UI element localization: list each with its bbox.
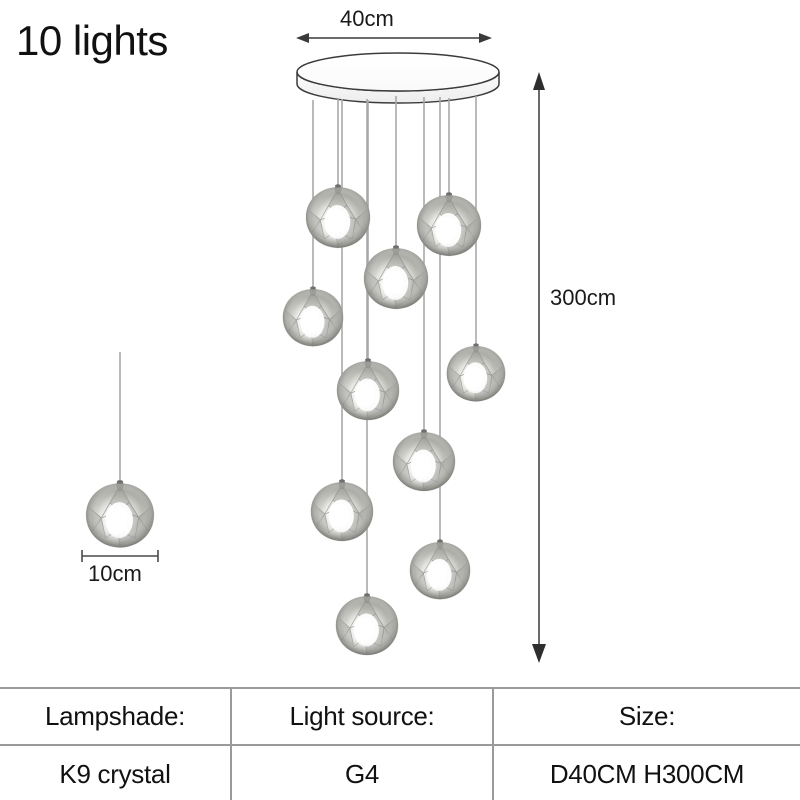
header-lampshade: Lampshade: [0,689,232,744]
crystal-shade-6 [336,357,400,421]
value-light-source: G4 [232,746,494,800]
crystal-shade-9 [409,538,471,600]
page-title: 10 lights [16,17,168,64]
crystal-shade-7 [392,428,456,492]
specification-table: Lampshade: Light source: Size: K9 crysta… [0,687,800,800]
dimension-label-shade-width: 10cm [88,561,142,586]
header-size: Size: [618,701,676,731]
header-light-source: Light source: [232,689,494,744]
value-lampshade: K9 crystal [0,746,232,800]
ceiling-canopy [296,52,500,104]
crystal-shade-8 [310,478,374,542]
single-crystal-shade [85,479,155,548]
crystal-shade-2 [416,191,482,257]
crystal-shade-5 [446,343,506,402]
crystal-shade-1 [305,183,371,249]
table-value-row: K9 crystal G4 D40CM H300CM [0,746,800,800]
dimension-label-total-height: 300cm [550,285,617,310]
pendant-cluster [282,96,506,656]
dimension-label-canopy-width: 40cm [340,6,394,31]
value-size: D40CM H300CM [549,758,745,789]
single-pendant-preview [85,352,155,548]
dimension-arrow-total-height [532,72,546,663]
crystal-shade-3 [363,244,429,310]
crystal-shade-10 [335,592,399,656]
dimension-arrow-canopy-width [296,33,492,43]
crystal-shade-4 [282,285,344,347]
table-header-row: Lampshade: Light source: Size: [0,689,800,746]
